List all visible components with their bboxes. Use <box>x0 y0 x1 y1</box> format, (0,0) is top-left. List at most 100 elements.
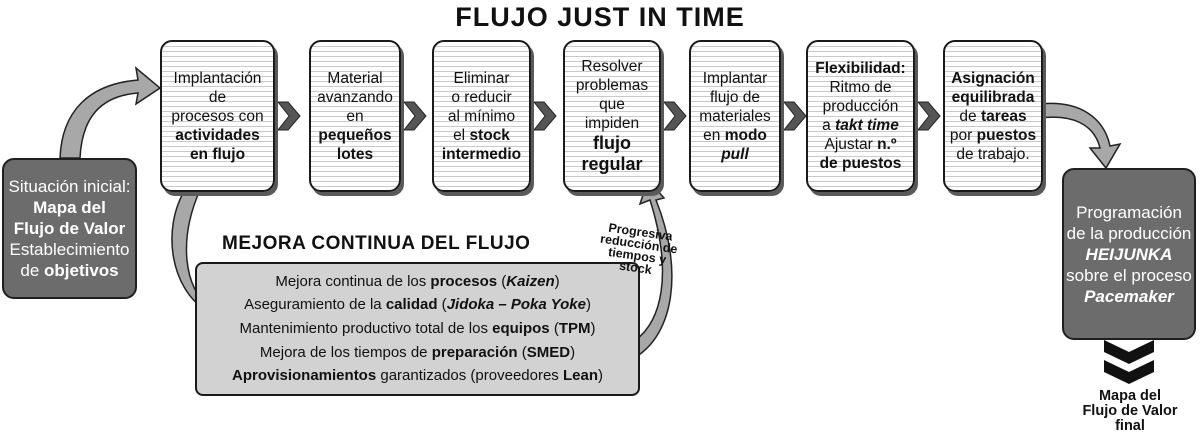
step-chevrons <box>276 101 941 131</box>
text-segment: flujo <box>593 133 631 153</box>
text-line: impiden <box>585 114 639 133</box>
text-line: de tareas <box>959 107 1026 126</box>
text-segment: regular <box>581 154 643 174</box>
text-segment: problemas <box>575 77 649 94</box>
text-line: Eliminar <box>454 69 510 88</box>
text-line: Situación inicial: <box>9 176 131 197</box>
text-segment: Ajustar <box>824 136 878 153</box>
text-line: lotes <box>337 145 373 164</box>
text-segment: actividades <box>175 126 260 144</box>
text-segment: Resolver <box>581 58 643 75</box>
text-line: avanzando <box>317 88 393 107</box>
text-segment: Material <box>327 69 383 87</box>
text-segment: procesos con <box>171 107 264 125</box>
text-segment: de la producción <box>1066 223 1192 243</box>
text-line: producción <box>823 97 899 116</box>
text-line: problemas <box>576 76 648 95</box>
text-segment: objetivos <box>44 261 119 280</box>
final-map-label: Mapa del Flujo de Valor final <box>1068 389 1192 434</box>
text-segment: Jidoka – Poka Yoke <box>446 296 586 314</box>
text-segment: Implantación <box>173 69 262 87</box>
text-line: sobre el proceso <box>1066 265 1192 286</box>
text-segment: stock <box>469 126 510 144</box>
text-segment: Mapa del <box>33 198 106 217</box>
chevron-right-icon <box>916 101 941 131</box>
text-segment: ( <box>549 319 559 337</box>
chevron-right-icon <box>532 101 557 131</box>
text-segment: Aprovisionamientos <box>232 367 377 385</box>
text-line: Ajustar n.º <box>825 135 897 154</box>
final-map-line: Flujo de Valor <box>1082 403 1178 419</box>
text-segment: flujo de <box>710 88 760 106</box>
text-segment: Mantenimiento productivo total de los <box>239 319 493 337</box>
text-segment: de <box>959 107 981 125</box>
text-segment: preparación <box>431 343 518 361</box>
text-line: o reducir <box>451 88 511 107</box>
text-line: flujo <box>593 133 631 154</box>
text-line: Establecimiento <box>9 239 129 260</box>
text-segment: Mejora de los tiempos de <box>259 343 432 361</box>
text-segment: ( <box>437 296 447 314</box>
text-segment: Asignación <box>951 69 1035 87</box>
text-segment: en <box>346 107 364 125</box>
text-line: pull <box>721 145 749 164</box>
text-segment: intermedio <box>441 145 522 163</box>
text-line: Asignación <box>951 69 1035 88</box>
text-segment: de puestos <box>819 155 902 172</box>
text-segment: producción <box>822 98 899 115</box>
text-line: en flujo <box>190 145 245 164</box>
text-segment: en flujo <box>189 145 246 163</box>
text-line: por puestos <box>950 126 1036 145</box>
text-segment: al mínimo <box>447 107 516 125</box>
text-line: intermedio <box>442 145 521 164</box>
text-line: Flujo de Valor <box>14 218 125 239</box>
text-segment: HEIJUNKA <box>1085 244 1173 264</box>
down-chevron-icon <box>1104 360 1154 384</box>
text-line: Implantar <box>703 69 768 88</box>
text-segment: de <box>208 88 227 106</box>
final-map-line: final <box>1115 418 1145 434</box>
text-line: Aprovisionamientos garantizados (proveed… <box>232 367 603 385</box>
text-line: Material <box>327 69 382 88</box>
chevron-right-icon <box>402 101 427 131</box>
text-segment: equilibrada <box>951 88 1035 106</box>
text-segment: Mejora continua de los <box>275 272 431 290</box>
text-segment: Situación inicial: <box>8 177 131 196</box>
text-segment: calidad <box>385 296 438 314</box>
text-segment: Establecimiento <box>9 240 130 259</box>
text-segment: SMED <box>526 343 571 361</box>
text-segment: de trabajo. <box>956 145 1030 163</box>
text-segment: en <box>703 126 725 144</box>
text-segment: ) <box>590 319 596 337</box>
text-segment: a <box>822 117 836 134</box>
text-segment: Flujo de Valor <box>13 219 126 238</box>
text-segment: equipos <box>492 319 550 337</box>
chevron-right-icon <box>662 101 687 131</box>
curved-arrow-to-first-step <box>59 66 162 159</box>
text-segment: ) <box>554 272 560 290</box>
text-segment: ) <box>598 367 603 385</box>
text-segment: puestos <box>976 126 1037 144</box>
text-line: Flexibilidad: <box>815 59 905 78</box>
text-segment: Pacemaker <box>1084 286 1174 306</box>
text-segment: ) <box>570 343 576 361</box>
text-segment: garantizados (proveedores <box>376 367 563 385</box>
text-segment: TPM <box>558 319 591 337</box>
text-segment: ( <box>517 343 527 361</box>
text-segment: pequeños <box>318 126 392 144</box>
text-segment: sobre el proceso <box>1066 265 1192 285</box>
chevron-right-icon <box>276 101 301 131</box>
diagram-title: FLUJO JUST IN TIME <box>455 2 745 32</box>
text-line: Mantenimiento productivo total de los eq… <box>239 320 595 338</box>
final-map-line: Mapa del <box>1098 388 1162 404</box>
kaizen-list-box: Mejora continua de los procesos (Kaizen)… <box>195 262 640 396</box>
text-line: en modo <box>703 126 767 145</box>
